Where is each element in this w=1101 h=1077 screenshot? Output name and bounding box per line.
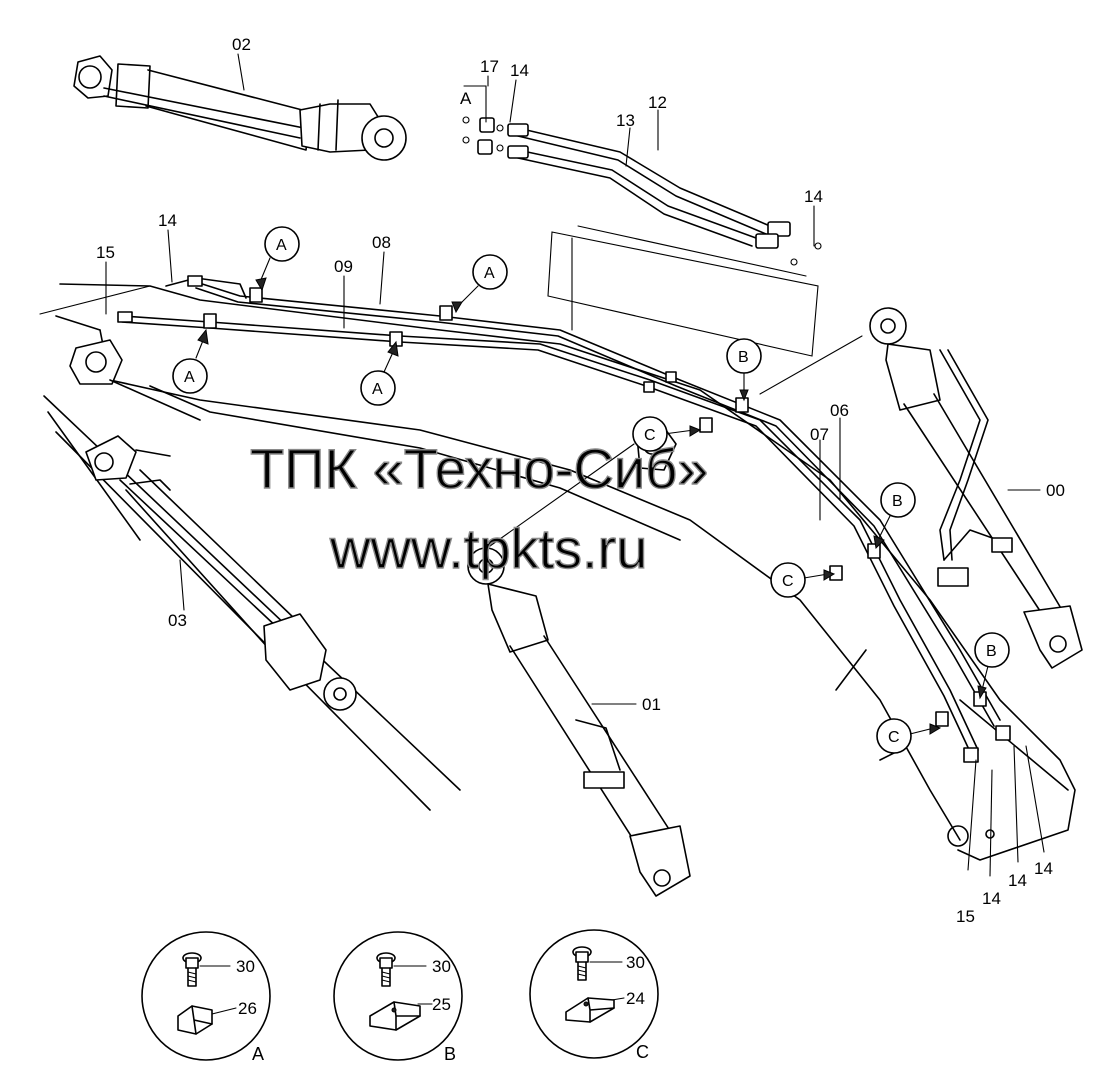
bolt-icon (572, 946, 592, 981)
part-label-13: 13 (616, 111, 635, 130)
callout-a-2-letter: A (484, 265, 495, 282)
detail-c-letter: C (636, 1042, 649, 1062)
callout-c-3-letter: C (888, 729, 900, 746)
part-label-17: 17 (480, 57, 499, 76)
part-label-06: 06 (830, 401, 849, 420)
boom-cylinder-02 (73, 55, 407, 161)
callout-a-4: A (360, 340, 399, 406)
callout-a-4-letter: A (372, 381, 383, 398)
detail-c-clamp-number: 24 (626, 989, 645, 1008)
part-label-14-bottom-3: 14 (1034, 859, 1053, 878)
clamp-icon (369, 1001, 421, 1031)
detail-b-letter: B (444, 1044, 456, 1064)
callout-a-1: A (255, 226, 300, 292)
detail-a-letter: A (252, 1044, 264, 1064)
callout-a-2: A (451, 254, 508, 314)
hoses-12-13 (462, 116, 822, 266)
arm-cylinder-00 (869, 307, 1083, 669)
part-label-00: 00 (1046, 481, 1065, 500)
detail-b-clamp-number: 25 (432, 995, 451, 1014)
callout-a-3: A (172, 328, 209, 394)
part-label-07: 07 (810, 425, 829, 444)
detail-a-bolt-number: 30 (236, 957, 255, 976)
exploded-view-frame (547, 225, 819, 357)
part-label-14-bottom-1: 14 (982, 889, 1001, 908)
part-label-15-left: 15 (96, 243, 115, 262)
watermark-line-2: www.tpkts.ru (329, 517, 647, 580)
part-label-09: 09 (334, 257, 353, 276)
watermark-line-1: ТПК «Техно-Сиб» (250, 437, 708, 500)
boom-pipes (117, 275, 1011, 763)
callout-b-3-letter: B (986, 643, 997, 660)
detail-c-bolt-number: 30 (626, 953, 645, 972)
detail-b-bolt-number: 30 (432, 957, 451, 976)
bolt-icon (376, 952, 396, 987)
part-label-12: 12 (648, 93, 667, 112)
callout-b-2-letter: B (892, 493, 903, 510)
callout-b-1-letter: B (738, 349, 749, 366)
detail-a: 30 26 A (141, 931, 271, 1064)
part-label-02: 02 (232, 35, 251, 54)
callout-a-3-letter: A (184, 369, 195, 386)
callout-c-1: C (632, 416, 702, 452)
clamp-icon (565, 997, 615, 1023)
part-label-15-bottom: 15 (956, 907, 975, 926)
part-label-14-bottom-2: 14 (1008, 871, 1027, 890)
part-label-a-top: A (460, 89, 472, 108)
part-label-14-upper-right: 14 (804, 187, 823, 206)
detail-a-clamp-number: 26 (238, 999, 257, 1018)
callout-b-3: B (974, 632, 1010, 700)
part-label-03: 03 (168, 611, 187, 630)
clamp-icon (177, 1005, 213, 1035)
bucket-cylinder-03 (85, 435, 357, 711)
callout-c-3: C (876, 718, 942, 754)
bolt-icon (182, 952, 202, 987)
callout-b-1: B (726, 338, 762, 402)
callout-b-2: B (873, 482, 916, 550)
callout-a-1-letter: A (276, 237, 287, 254)
part-label-14-top: 14 (510, 61, 529, 80)
detail-b: 30 25 B (333, 931, 463, 1064)
callout-c-2: C (770, 562, 836, 598)
callout-c-2-letter: C (782, 573, 794, 590)
detail-c: 30 24 C (529, 929, 659, 1062)
part-label-08: 08 (372, 233, 391, 252)
leader-lines (39, 53, 1045, 877)
callout-c-1-letter: C (644, 427, 656, 444)
part-label-01: 01 (642, 695, 661, 714)
part-label-14-left: 14 (158, 211, 177, 230)
